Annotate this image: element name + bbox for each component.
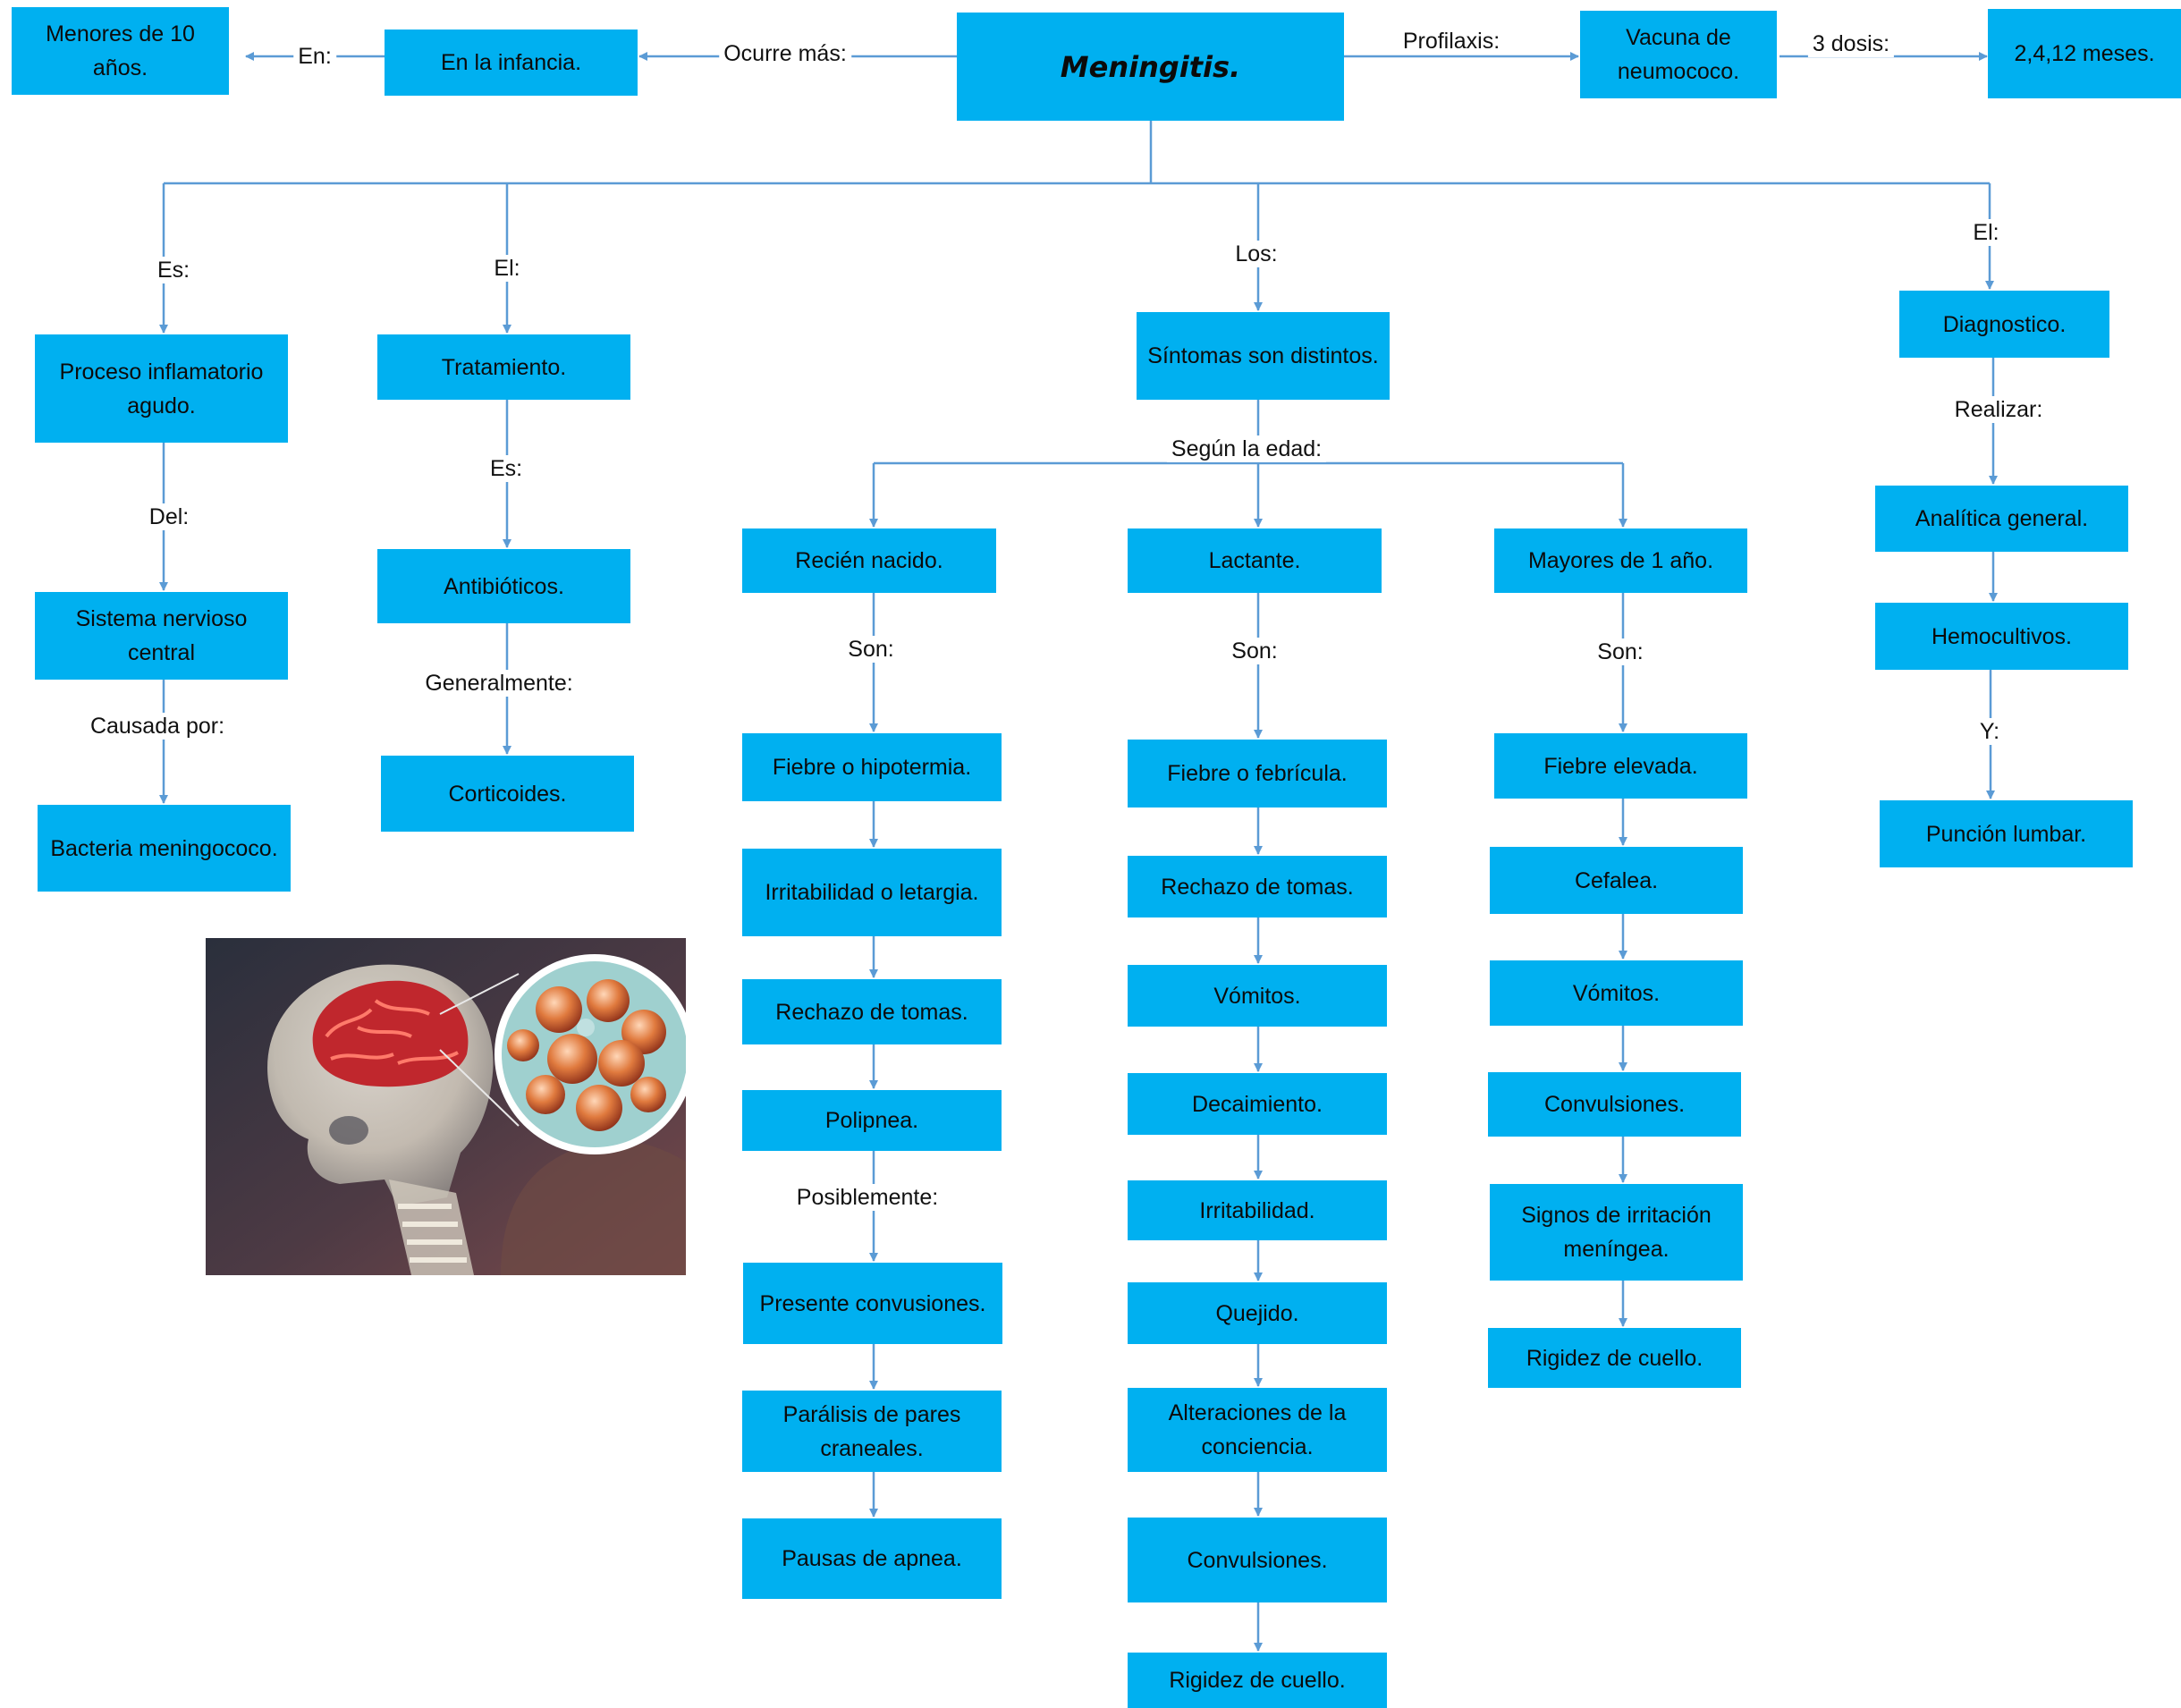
connector-label: El: <box>489 255 525 282</box>
node-bacteria: Bacteria meningococo. <box>38 805 291 892</box>
connector-label: Generalmente: <box>420 670 578 697</box>
node-hemocultivos: Hemocultivos. <box>1875 603 2128 670</box>
node-vacuna-neumococo: Vacuna de neumococo. <box>1580 11 1777 98</box>
connector-label: Posiblemente: <box>791 1184 943 1211</box>
list-item: Cefalea. <box>1490 847 1743 914</box>
list-item: Irritabilidad. <box>1128 1180 1387 1240</box>
list-item: Pausas de apnea. <box>742 1518 1002 1599</box>
node-antibioticos: Antibióticos. <box>377 549 630 623</box>
node-proceso-inflamatorio: Proceso inflamatorio agudo. <box>35 334 288 443</box>
connector-label: Y: <box>1974 718 2005 745</box>
list-item: Rigidez de cuello. <box>1488 1328 1741 1388</box>
connector-label: Ocurre más: <box>719 40 851 67</box>
list-item: Rechazo de tomas. <box>742 979 1002 1044</box>
node-menores-10: Menores de 10 años. <box>12 7 229 95</box>
connector-label: Según la edad: <box>1166 435 1327 462</box>
connector-label: En: <box>293 43 336 70</box>
list-item: Rigidez de cuello. <box>1128 1653 1387 1708</box>
node-dosis-meses: 2,4,12 meses. <box>1988 9 2181 98</box>
list-item: Irritabilidad o letargia. <box>742 849 1002 936</box>
connector-label: Es: <box>485 455 528 482</box>
node-infancia: En la infancia. <box>385 30 638 96</box>
list-item: Quejido. <box>1128 1282 1387 1344</box>
node-diagnostico: Diagnostico. <box>1899 291 2109 358</box>
list-item: Signos de irritación meníngea. <box>1490 1184 1743 1281</box>
connector-label: Profilaxis: <box>1398 28 1505 55</box>
node-corticoides: Corticoides. <box>381 756 634 832</box>
connector-label: Causada por: <box>85 713 230 740</box>
list-item: Convulsiones. <box>1488 1072 1741 1137</box>
brain-illustration <box>206 938 686 1275</box>
connector-label: Del: <box>144 503 194 530</box>
list-item: Rechazo de tomas. <box>1128 856 1387 917</box>
node-analitica-general: Analítica general. <box>1875 486 2128 552</box>
node-sistema-nervioso: Sistema nervioso central <box>35 592 288 680</box>
list-item: Fiebre elevada. <box>1494 733 1747 799</box>
list-item: Vómitos. <box>1490 960 1743 1026</box>
list-item: Alteraciones de la conciencia. <box>1128 1388 1387 1472</box>
connector-label: Realizar: <box>1949 396 2048 423</box>
node-tratamiento: Tratamiento. <box>377 334 630 400</box>
list-item: Fiebre o febrícula. <box>1128 740 1387 807</box>
node-mayores-1-ano: Mayores de 1 año. <box>1494 528 1747 593</box>
connector-label: Son: <box>1227 638 1282 664</box>
connector-label: 3 dosis: <box>1807 30 1895 57</box>
node-puncion-lumbar: Punción lumbar. <box>1880 800 2133 867</box>
list-item: Presente convusiones. <box>743 1263 1002 1344</box>
title-meningitis: Meningitis. <box>957 13 1344 121</box>
list-item: Convulsiones. <box>1128 1518 1387 1602</box>
list-item: Parálisis de pares craneales. <box>742 1391 1002 1472</box>
list-item: Vómitos. <box>1128 965 1387 1027</box>
connector-label: Es: <box>152 257 195 283</box>
node-sintomas: Síntomas son distintos. <box>1137 312 1390 400</box>
connector-label: El: <box>1968 219 2004 246</box>
connector-label: Son: <box>1593 638 1648 665</box>
list-item: Polipnea. <box>742 1090 1002 1151</box>
node-lactante: Lactante. <box>1128 528 1382 593</box>
list-item: Decaimiento. <box>1128 1073 1387 1135</box>
list-item: Fiebre o hipotermia. <box>742 733 1002 801</box>
node-recien-nacido: Recién nacido. <box>742 528 996 593</box>
connector-label: Son: <box>843 636 899 663</box>
connector-label: Los: <box>1230 241 1282 267</box>
